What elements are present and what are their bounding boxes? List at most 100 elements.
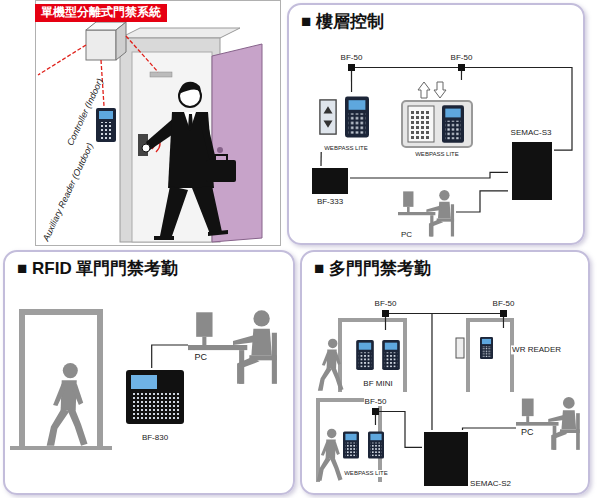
door-illustration <box>150 72 172 77</box>
floor-control-devices <box>442 105 464 142</box>
door-illustration <box>217 147 223 153</box>
device-label: BF-50 <box>364 397 388 406</box>
reader-device: WEBPASS LITE <box>315 92 377 152</box>
wire <box>385 317 386 330</box>
wire <box>350 172 508 178</box>
floor-control-panel: ■ 樓層控制BF-50BF-50WEBPASS LITEWEBPASS LITE… <box>287 3 585 245</box>
rfid-panel: ■ RFID 單門門禁考勤 BF-830 PC <box>3 250 295 495</box>
multi-door-scene <box>318 339 344 391</box>
multi-door-scene <box>516 397 580 450</box>
wire <box>456 191 508 212</box>
wire <box>379 412 422 448</box>
multi-door-scene <box>424 432 468 486</box>
junction-box: BF-50 <box>372 408 379 415</box>
device-label: SEMAC-S3 <box>510 128 553 137</box>
main-controller: SEMAC-S3 <box>508 128 554 202</box>
man-figure <box>206 160 236 182</box>
device-label: PC <box>194 352 209 362</box>
man-figure <box>179 82 201 94</box>
attendance-terminal: BF-830 <box>122 368 188 442</box>
device-label: BF-50 <box>450 53 474 62</box>
rfid-door-scene <box>10 446 112 450</box>
floor-control-devices <box>418 82 446 98</box>
multi-door-scene <box>317 429 343 481</box>
pc-station: PC <box>398 185 456 239</box>
wire <box>463 428 517 430</box>
man-figure <box>142 144 150 152</box>
man-figure <box>200 116 216 162</box>
device-label: BF-50 <box>340 53 364 62</box>
device-label: WEBPASS LITE <box>323 145 369 152</box>
device-caption: Auxiliary Reader (Outdoor) <box>41 141 95 242</box>
wire <box>465 68 572 151</box>
panel-heading: ■ 樓層控制 <box>301 12 384 32</box>
pc-station: PC <box>516 392 582 452</box>
multi-door-scene <box>356 340 374 370</box>
rfid-door-scene <box>188 310 277 384</box>
wire <box>320 152 321 166</box>
device-label: BF MINI <box>362 379 393 388</box>
device-label: BF-333 <box>316 197 344 206</box>
junction-box: BF-50 <box>458 64 465 71</box>
door-illustration <box>120 28 240 38</box>
signal-cable <box>126 36 158 72</box>
floor-controller: BF-333 <box>310 166 350 206</box>
reader-device: WEBPASS LITE <box>336 425 396 477</box>
controller-box <box>86 22 126 60</box>
man-figure <box>160 186 222 236</box>
rfid-door-scene <box>47 363 88 446</box>
junction-box: BF-50 <box>348 64 355 71</box>
wire <box>389 314 432 431</box>
multi-door-scene <box>368 431 384 458</box>
device-label: BF-50 <box>374 299 398 308</box>
floor-control-devices <box>320 100 336 134</box>
indoor-keypad <box>96 108 116 142</box>
wire <box>152 345 188 368</box>
man-figure <box>215 155 227 160</box>
wire <box>351 71 352 92</box>
multi-door-scene <box>468 320 512 392</box>
rfid-door-scene <box>22 312 100 448</box>
panel-heading: ■ RFID 單門門禁考勤 <box>17 259 178 279</box>
signal-cable <box>38 45 86 75</box>
multi-door-scene <box>343 431 359 458</box>
man-figure <box>184 112 196 130</box>
rfid-door-scene <box>10 310 277 448</box>
wire <box>461 71 462 80</box>
floor-control-devices <box>408 106 434 142</box>
device-label: WR READER <box>511 345 562 354</box>
main-controller: SEMAC-S2 <box>422 430 512 488</box>
wire <box>503 317 504 328</box>
device-label: WEBPASS LITE <box>343 470 389 477</box>
device-label: PC <box>520 427 535 437</box>
multi-door-scene <box>317 320 580 486</box>
device-label: WEBPASS LITE <box>414 151 460 158</box>
floor-control-devices <box>512 142 552 200</box>
device-label: SEMAC-S2 <box>469 479 512 488</box>
floor-control-devices <box>402 101 472 147</box>
device-label: PC <box>400 230 413 239</box>
device-label: BF-830 <box>141 433 169 442</box>
controller-box <box>116 22 126 60</box>
junction-box: BF-50 <box>382 310 389 317</box>
rfid-door-scene <box>131 375 157 389</box>
panel-heading: ■ 多門門禁考勤 <box>314 259 431 279</box>
panel-heading: 單機型分離式門禁系統 <box>35 4 167 22</box>
system-panel: 單機型分離式門禁系統 <box>35 0 281 246</box>
multi-door-panel: ■ 多門門禁考勤BF-50BF-50BF MINIWR READERBF-50W… <box>300 250 590 495</box>
wire <box>375 415 376 425</box>
multi-door-scene <box>456 338 464 358</box>
man-figure <box>154 230 228 240</box>
multi-door-scene <box>340 320 405 392</box>
junction-box: BF-50 <box>500 310 507 317</box>
elevator-reader: WEBPASS LITE <box>400 80 474 158</box>
wire <box>355 67 458 68</box>
rfid-door-scene <box>126 370 184 424</box>
reader-device: BF MINI <box>350 330 406 388</box>
reader-device: WR READER <box>452 328 562 372</box>
controller-box <box>86 30 116 60</box>
rfid-door-scene <box>131 393 179 419</box>
floor-control-devices <box>312 82 552 236</box>
